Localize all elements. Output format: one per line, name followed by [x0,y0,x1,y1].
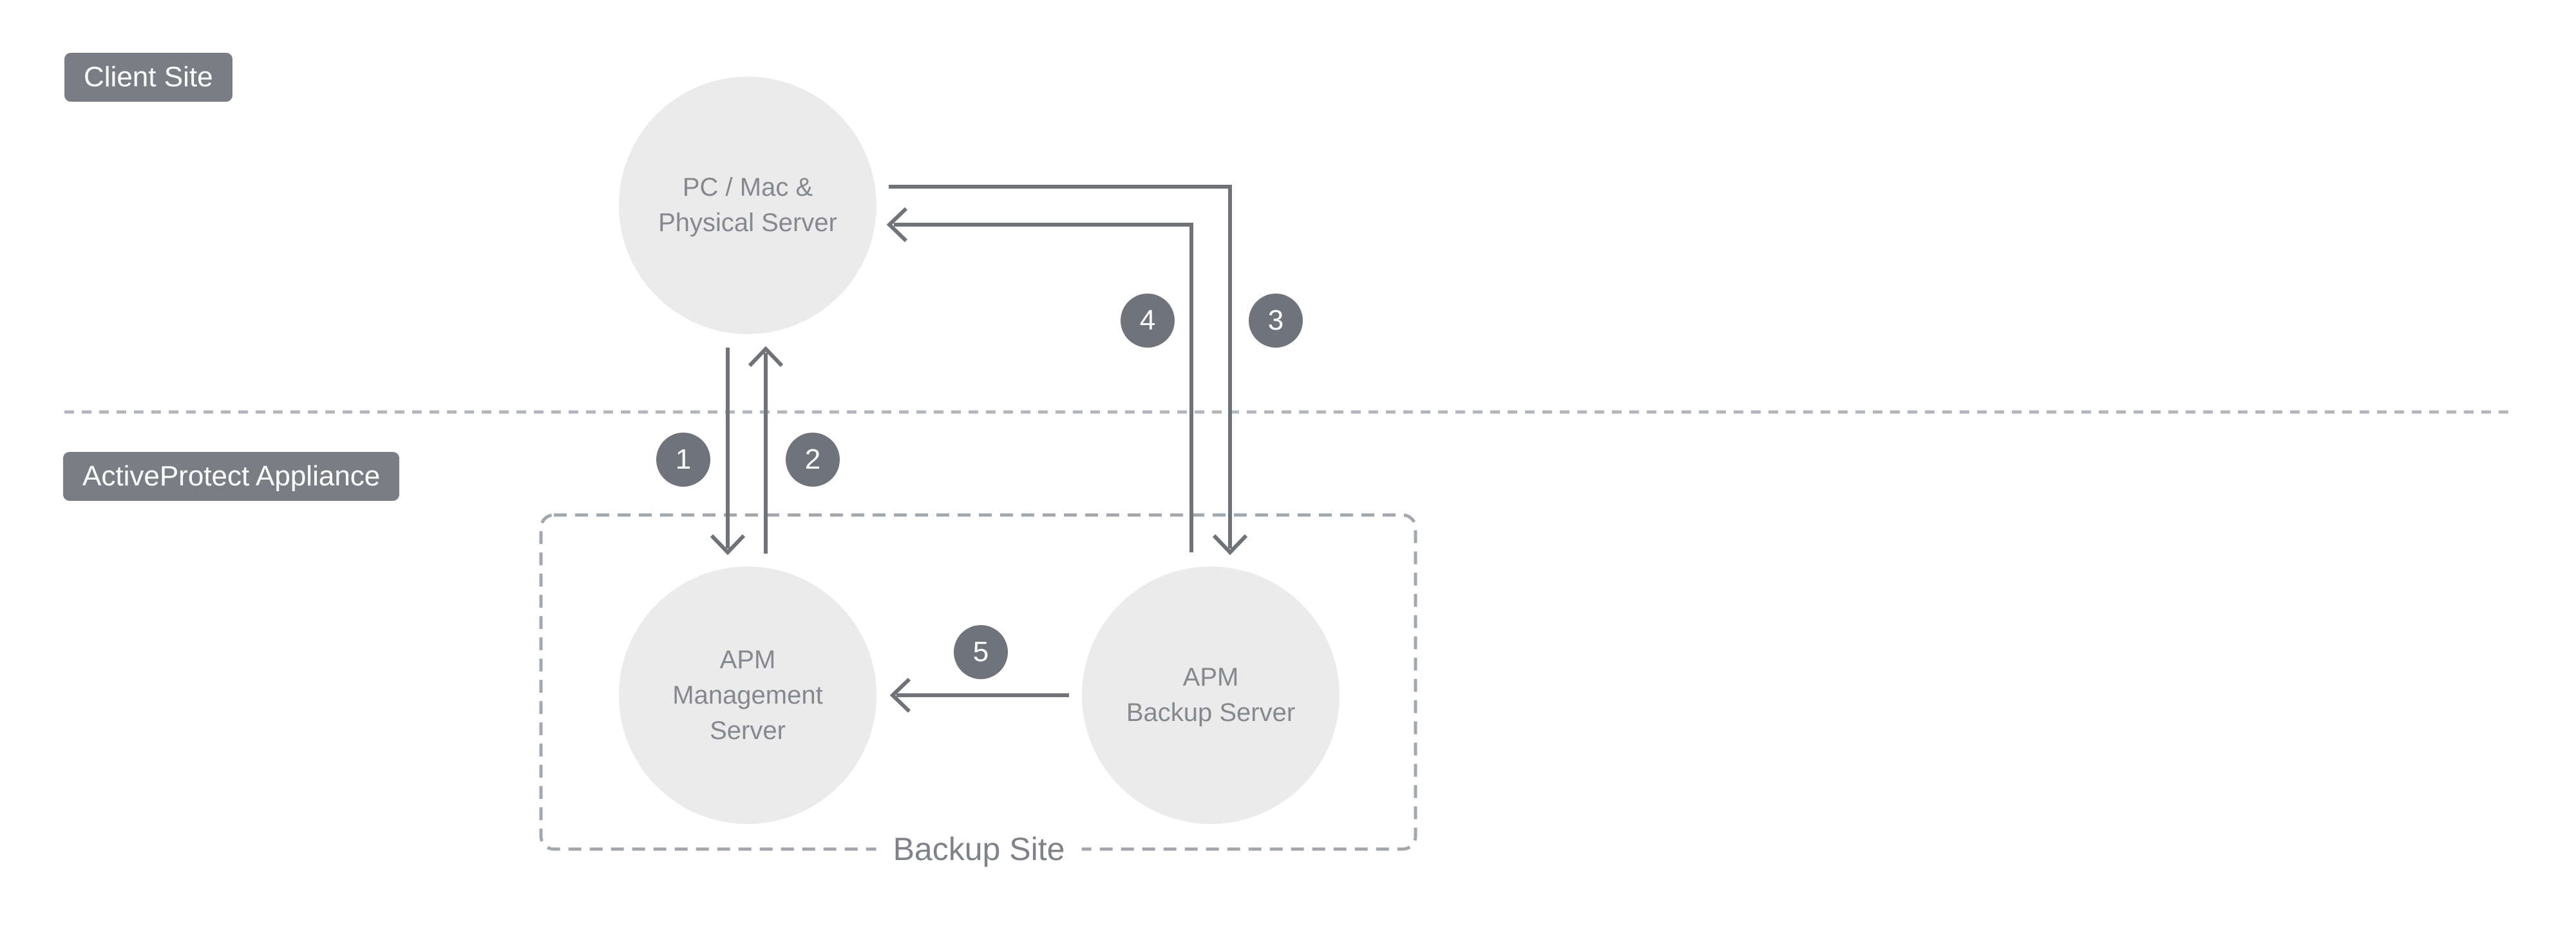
step-badge-1: 1 [656,433,710,487]
step-badge-2: 2 [786,433,840,487]
flow-arrow-4-head [886,207,908,243]
node-pc-mac-physical-server: PC / Mac & Physical Server [619,77,876,334]
flow-arrow-1-head [710,534,746,556]
activeprotect-appliance-badge: ActiveProtect Appliance [63,452,400,501]
backup-site-label: Backup Site [876,830,1082,868]
flow-arrow-3-line [889,185,1232,548]
client-site-badge: Client Site [64,53,232,102]
flow-arrow-3-head [1212,534,1248,556]
flow-arrow-5-head [889,677,911,713]
step-badge-5: 5 [954,625,1008,679]
flow-arrow-2-head [748,346,784,368]
node-apm-backup-server: APM Backup Server [1082,566,1340,824]
step-badge-4: 4 [1121,294,1175,348]
flow-arrow-4-line [894,223,1193,552]
node-apm-management-server: APM Management Server [619,566,876,824]
step-badge-3: 3 [1249,294,1303,348]
